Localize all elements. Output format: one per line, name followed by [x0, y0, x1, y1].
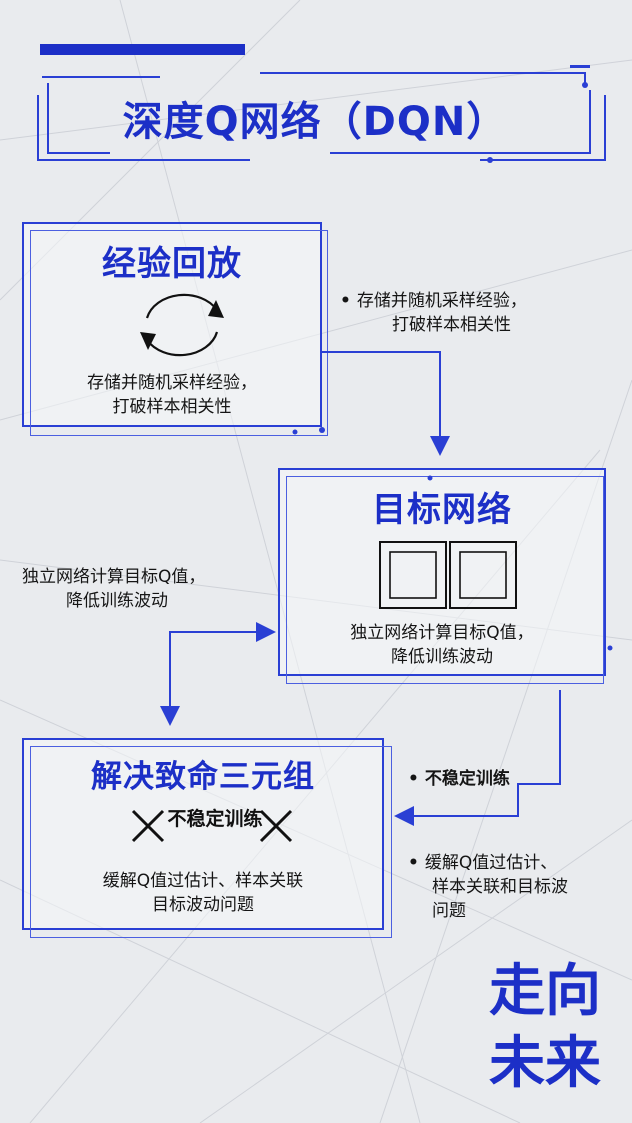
top-accent-bar: [40, 44, 245, 55]
target-body-line2: 降低训练波动: [391, 647, 493, 667]
replay-box-frame: [30, 230, 328, 436]
target-heading: 目标网络: [372, 490, 512, 530]
replay-body-line2: 打破样本相关性: [112, 397, 232, 417]
target-box: [278, 468, 606, 676]
triad-body-line1: 缓解Q值过估计、样本关联: [102, 871, 304, 891]
replay-box: [22, 222, 322, 427]
triad-body-line2: 目标波动问题: [152, 895, 254, 915]
mitigation-note-line3: 问题: [432, 901, 466, 921]
replay-body-line1: 存储并随机采样经验，: [87, 373, 257, 393]
target-box-frame: [286, 476, 604, 684]
network-window-icon: [379, 541, 517, 609]
title-frame: [37, 65, 606, 163]
page-title: 深度Q网络（DQN）: [122, 99, 508, 145]
future-line1: 走向: [489, 959, 601, 1024]
cycle-icon: [140, 293, 224, 357]
future-line2: 未来: [489, 1031, 601, 1096]
replay-note-line2: 打破样本相关性: [392, 315, 511, 335]
mitigation-note-line2: 样本关联和目标波: [432, 877, 568, 897]
cross-left-icon: [131, 809, 165, 843]
mitigation-note-text1: 缓解Q值过估计、: [424, 853, 558, 873]
bullet-icon: •: [408, 853, 419, 873]
target-note-line1: 独立网络计算目标Q值，: [22, 567, 206, 587]
bullet-icon: •: [408, 769, 419, 789]
bullet-icon: •: [340, 291, 351, 311]
target-body-line1: 独立网络计算目标Q值，: [350, 623, 534, 643]
triad-crossed-label: 不稳定训练: [167, 808, 263, 830]
triad-box-frame: [30, 746, 392, 938]
replay-note-line1: •存储并随机采样经验，: [340, 290, 610, 312]
target-note-line2: 降低训练波动: [66, 591, 168, 611]
replay-note-text1: 存储并随机采样经验，: [356, 291, 527, 311]
unstable-note-text: 不稳定训练: [424, 769, 510, 789]
cross-right-icon: [259, 809, 293, 843]
triad-box: [22, 738, 384, 930]
replay-heading: 经验回放: [102, 244, 242, 284]
mitigation-note-line1: •缓解Q值过估计、: [408, 852, 618, 874]
triad-heading: 解决致命三元组: [91, 759, 315, 795]
unstable-note: •不稳定训练: [408, 768, 608, 790]
